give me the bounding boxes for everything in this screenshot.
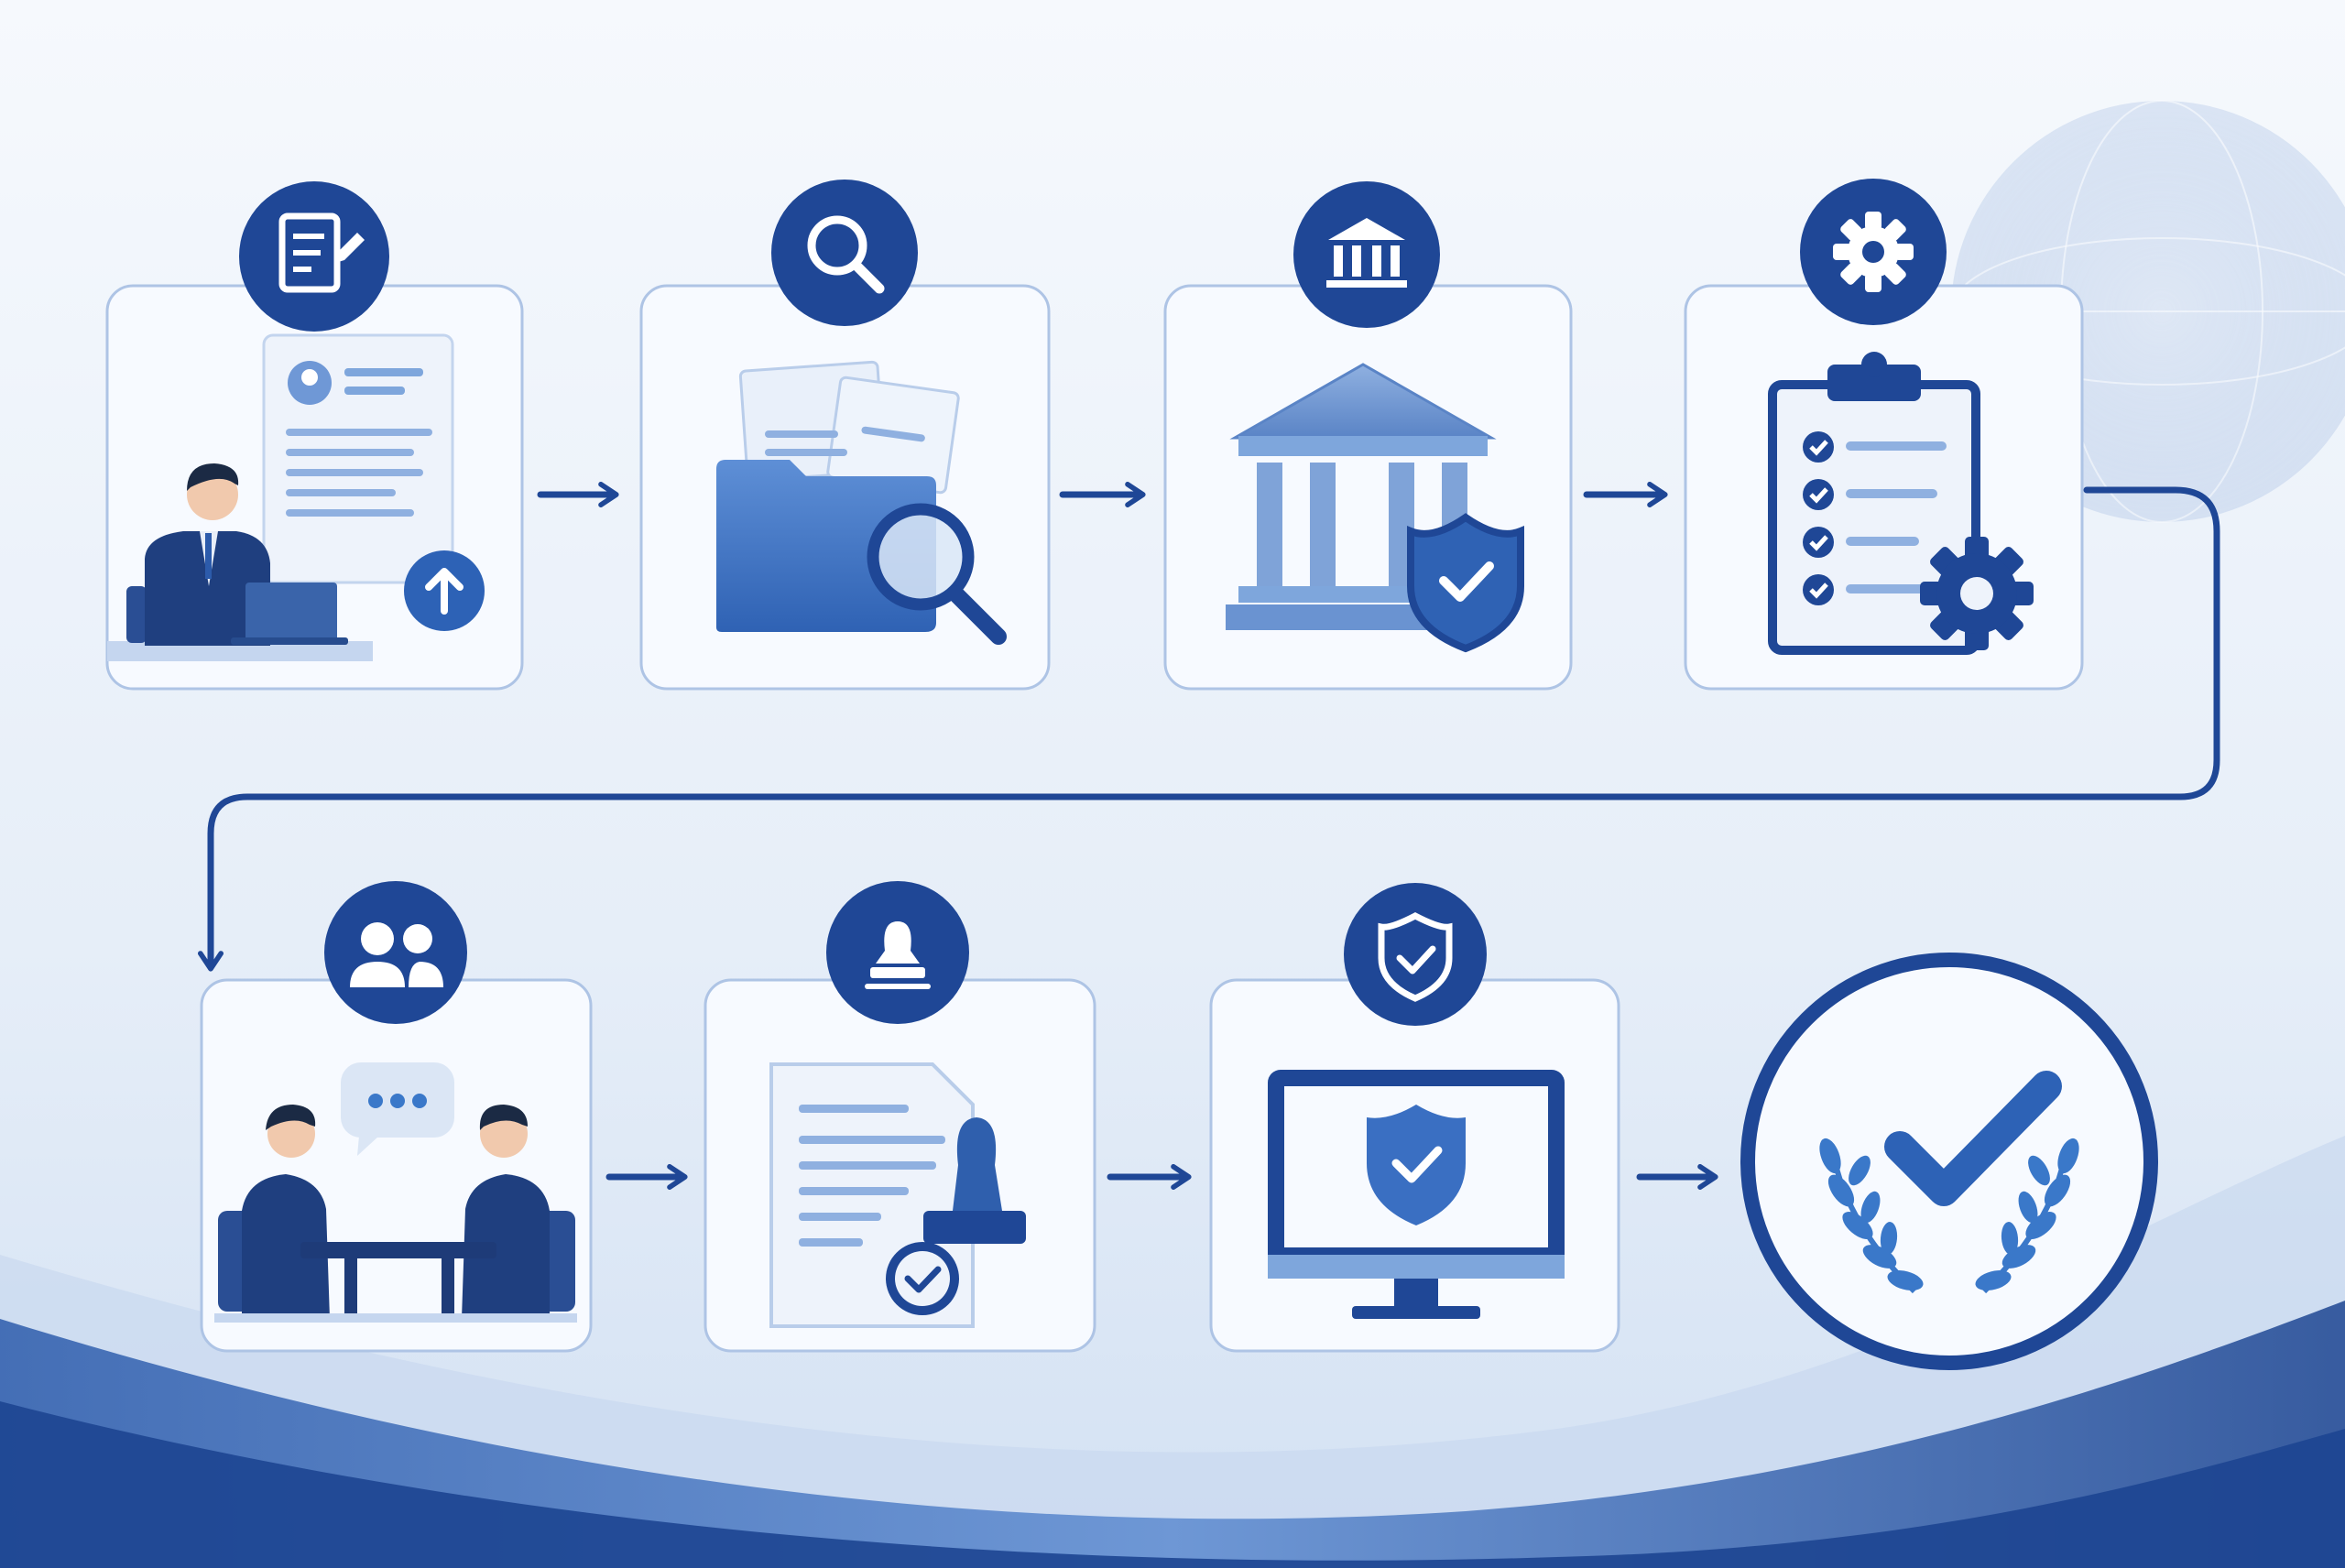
- laurel-right: [1975, 1138, 2079, 1294]
- step-security-confirmation: [1209, 883, 1620, 1353]
- arrow-4-5-loop: [198, 486, 2220, 972]
- check-laurel-icon: [1740, 953, 2158, 1370]
- checklist-gear-illustration: [1768, 352, 2034, 655]
- bank-shield-illustration: [1226, 363, 1524, 653]
- folder-documents-illustration: [716, 360, 1007, 645]
- flow-connectors: [198, 482, 2220, 1190]
- step-compliance-processing: [1684, 179, 2084, 691]
- step-consultation-meeting: [200, 881, 593, 1353]
- laurel-left: [1819, 1138, 1924, 1294]
- stamp-icon: [826, 881, 969, 1024]
- step-application-submission: [105, 181, 524, 691]
- meeting-illustration: [214, 1062, 577, 1323]
- step-final-approval: [1740, 953, 2158, 1370]
- stamped-document-illustration: [769, 1062, 1026, 1328]
- gear-icon: [1800, 179, 1947, 325]
- document-edit-icon: [239, 181, 389, 332]
- monitor-shield-illustration: [1268, 1070, 1565, 1319]
- step-document-review: [639, 180, 1051, 691]
- magnifier-icon: [771, 180, 918, 326]
- users-icon: [324, 881, 467, 1024]
- person-laptop-illustration: [107, 333, 485, 661]
- shield-check-icon: [1344, 883, 1487, 1026]
- checklist-items: [1803, 431, 1947, 605]
- step-document-stamping: [704, 881, 1096, 1353]
- bank-building-icon: [1293, 181, 1440, 328]
- background-wave: [0, 1136, 2345, 1568]
- step-institution-verification: [1163, 181, 1573, 691]
